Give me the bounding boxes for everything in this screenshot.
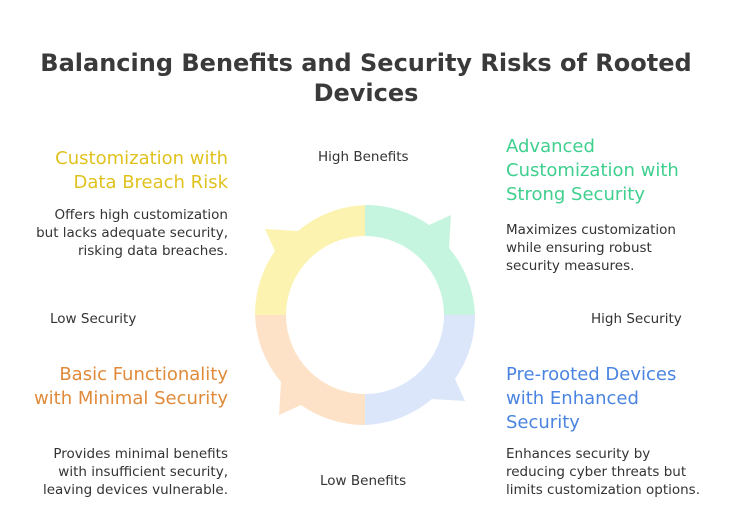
quadrant-desc-top-right: Maximizes customization while ensuring r… bbox=[506, 222, 676, 274]
cycle-arrow-bottom-left bbox=[255, 315, 365, 426]
quadrant-title-bottom-right: Pre-rooted Devices with Enhanced Securit… bbox=[506, 364, 677, 433]
axis-label-bottom: Low Benefits bbox=[320, 473, 407, 489]
axis-label-right: High Security bbox=[591, 311, 682, 327]
quadrant-title-top-left: Customization with Data Breach Risk bbox=[55, 148, 228, 193]
cycle-arrow-bottom-right bbox=[365, 315, 476, 425]
cycle-arrow-top-left bbox=[254, 205, 365, 315]
quadrant-title-top-right: Advanced Customization with Strong Secur… bbox=[506, 136, 679, 205]
axis-label-left: Low Security bbox=[50, 311, 137, 327]
quadrant-desc-bottom-left: Provides minimal benefits with insuffici… bbox=[42, 446, 228, 498]
quadrant-title-bottom-left: Basic Functionality with Minimal Securit… bbox=[33, 364, 228, 409]
diagram-title: Balancing Benefits and Security Risks of… bbox=[40, 49, 692, 107]
cycle-diagram bbox=[254, 204, 476, 426]
axis-label-top: High Benefits bbox=[318, 149, 409, 165]
quadrant-desc-top-left: Offers high customization but lacks adeq… bbox=[36, 207, 228, 259]
cycle-arrow-top-right bbox=[365, 204, 475, 315]
quadrant-desc-bottom-right: Enhances security by reducing cyber thre… bbox=[506, 446, 701, 498]
